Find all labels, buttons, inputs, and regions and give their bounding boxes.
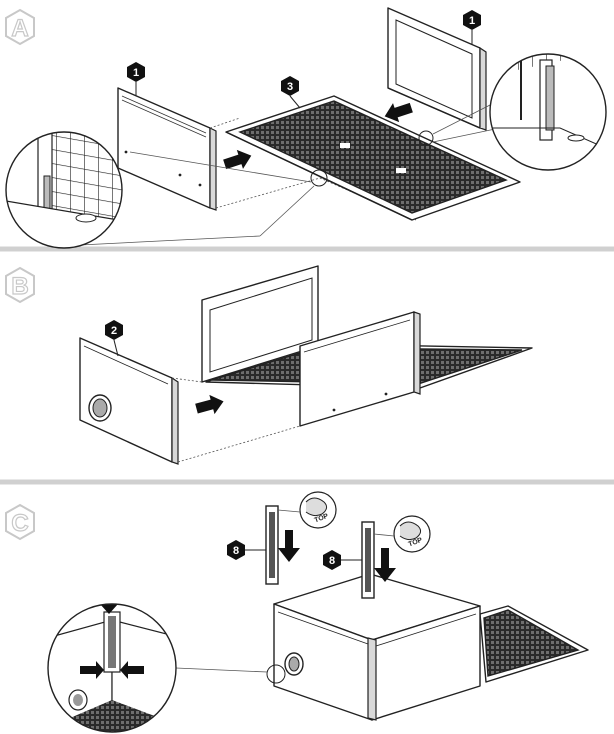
top-marker-callout: TOP (277, 491, 337, 529)
top-label: TOP (314, 513, 330, 525)
corner-post (265, 505, 279, 585)
part-badge: 3 (281, 76, 301, 109)
part-badge: 1 (127, 62, 145, 96)
step-letter-a: A (11, 15, 28, 42)
step-letter-c: C (11, 510, 28, 537)
step-b-badge: B (5, 266, 35, 304)
insert-arrow-icon (193, 391, 227, 419)
step-a-badge: A (5, 8, 35, 46)
press-arrow-icon (120, 661, 144, 679)
part-badge: 8 (227, 540, 266, 560)
top-label: TOP (408, 537, 424, 549)
part-number: 2 (111, 325, 117, 337)
top-marker-callout: TOP (373, 515, 431, 553)
part-number: 1 (133, 67, 139, 79)
press-arrow-icon (80, 661, 104, 679)
detail-callout-right (418, 53, 607, 171)
step-c-badge: C (5, 503, 35, 541)
side-panel-left (117, 87, 217, 211)
side-panel-right (387, 7, 487, 131)
part-number: 1 (469, 15, 475, 27)
part-badge: 8 (323, 550, 362, 570)
part-number: 8 (329, 555, 335, 567)
detail-callout-left (5, 131, 328, 249)
down-arrow-icon (374, 548, 396, 582)
part-badge: 2 (105, 320, 123, 357)
down-arrow-icon (278, 530, 300, 562)
part-number: 8 (233, 545, 239, 557)
down-arrow-icon (100, 604, 118, 614)
box-assembled (273, 573, 481, 721)
part-number: 3 (287, 81, 293, 93)
step-letter-b: B (11, 273, 28, 300)
base-grid-panel (225, 95, 521, 221)
corner-post (361, 521, 375, 599)
detail-callout-corner (47, 603, 286, 733)
front-panel-b (299, 311, 421, 427)
base-grid-c (479, 605, 589, 683)
end-panel-with-door (79, 337, 179, 465)
part-badge: 1 (463, 10, 481, 44)
